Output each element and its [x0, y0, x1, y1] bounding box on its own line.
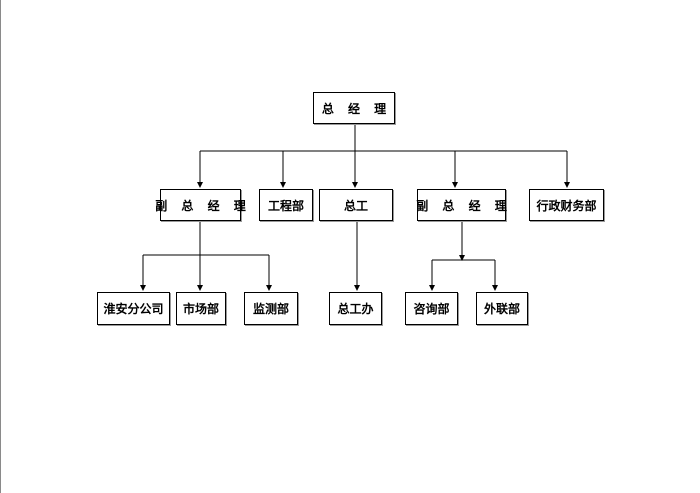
node-liaison-dept: 外联部 [476, 292, 528, 325]
node-vice-general-manager-left: 副 总 经 理 [155, 189, 246, 221]
node-chief-engineer: 总工 [319, 189, 393, 221]
node-market-dept: 市场部 [176, 292, 226, 325]
node-chief-engineer-office: 总工办 [329, 292, 382, 325]
page-left-border [0, 0, 1, 493]
node-huaian-branch: 淮安分公司 [97, 292, 170, 325]
node-consulting-dept: 咨询部 [405, 292, 458, 325]
node-engineering-dept: 工程部 [259, 189, 313, 221]
node-admin-finance-dept: 行政财务部 [529, 189, 604, 221]
node-vice-general-manager-right: 副 总 经 理 [416, 189, 507, 221]
node-monitoring-dept: 监测部 [244, 292, 298, 325]
node-general-manager: 总 经 理 [313, 92, 395, 124]
